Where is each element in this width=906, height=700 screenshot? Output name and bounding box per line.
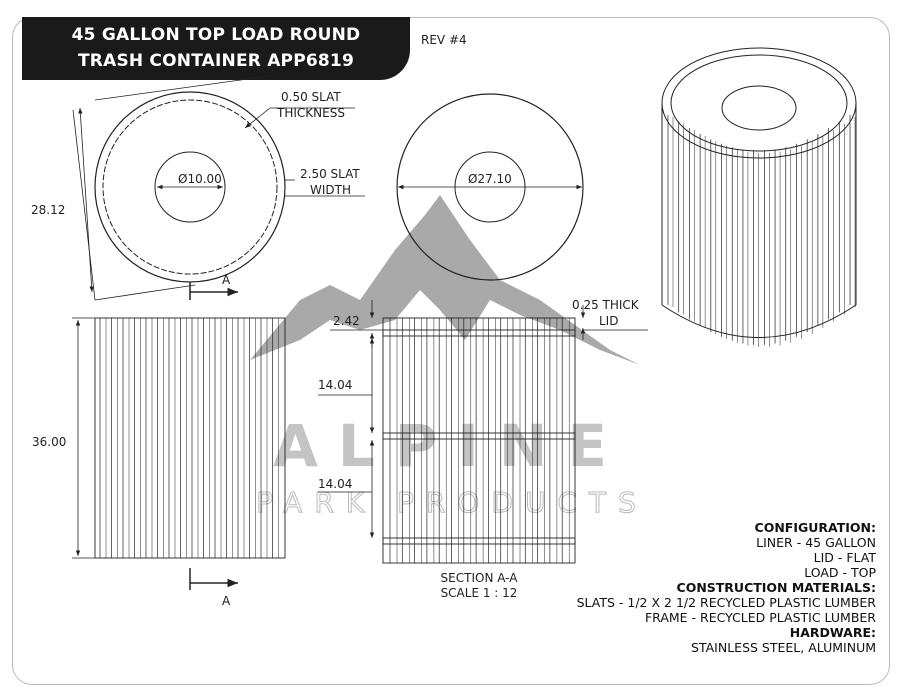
section-name: SECTION A-A xyxy=(441,571,519,585)
slat-ring xyxy=(102,99,278,275)
section-upper-label: 14.04 xyxy=(318,378,352,392)
inner-opening xyxy=(154,151,226,223)
watermark-brand: ALPINE xyxy=(273,412,627,480)
inner-diameter-label: Ø10.00 xyxy=(178,172,222,186)
slat-width-line2: WIDTH xyxy=(310,183,351,197)
overall-width-label: 28.12 xyxy=(31,203,65,217)
watermark-mountain xyxy=(250,195,640,365)
title-banner: 45 GALLON TOP LOAD ROUND TRASH CONTAINER… xyxy=(22,17,410,80)
isometric-view xyxy=(661,47,857,347)
watermark-tagline: PARK PRODUCTS xyxy=(256,486,648,519)
note-line: STAINLESS STEEL, ALUMINUM xyxy=(691,640,876,655)
outer-diameter-label: Ø27.10 xyxy=(468,172,512,186)
slat-thickness-line1: 0.50 SLAT xyxy=(281,90,341,104)
section-marker-bottom: A xyxy=(222,594,231,608)
section-lower-label: 14.04 xyxy=(318,477,352,491)
title-line-1: 45 GALLON TOP LOAD ROUND xyxy=(71,25,361,45)
lid-top-view xyxy=(396,93,584,281)
note-heading: HARDWARE: xyxy=(789,625,876,640)
note-line: LINER - 45 GALLON xyxy=(756,535,876,550)
note-heading: CONFIGURATION: xyxy=(754,520,876,535)
lid-thickness-line2: LID xyxy=(599,314,618,328)
lid-thickness-line1: 0.25 THICK xyxy=(572,298,640,312)
sheet-border xyxy=(12,17,890,685)
note-heading: CONSTRUCTION MATERIALS: xyxy=(676,580,876,595)
section-marker-top: A xyxy=(222,273,231,287)
note-line: LID - FLAT xyxy=(813,550,876,565)
height-label: 36.00 xyxy=(32,435,66,449)
note-line: LOAD - TOP xyxy=(804,565,876,580)
note-line: FRAME - RECYCLED PLASTIC LUMBER xyxy=(644,610,876,625)
top-view xyxy=(72,74,365,301)
section-scale: SCALE 1 : 12 xyxy=(441,586,518,600)
slat-thickness-line2: THICKNESS xyxy=(276,106,345,120)
slat-width-line1: 2.50 SLAT xyxy=(300,167,360,181)
section-view xyxy=(318,300,648,564)
lid-offset-label: 2.42 xyxy=(333,314,360,328)
front-view xyxy=(72,317,286,590)
title-line-2: TRASH CONTAINER APP6819 xyxy=(78,51,354,71)
revision-label: REV #4 xyxy=(421,33,467,47)
note-line: SLATS - 1/2 X 2 1/2 RECYCLED PLASTIC LUM… xyxy=(576,595,876,610)
